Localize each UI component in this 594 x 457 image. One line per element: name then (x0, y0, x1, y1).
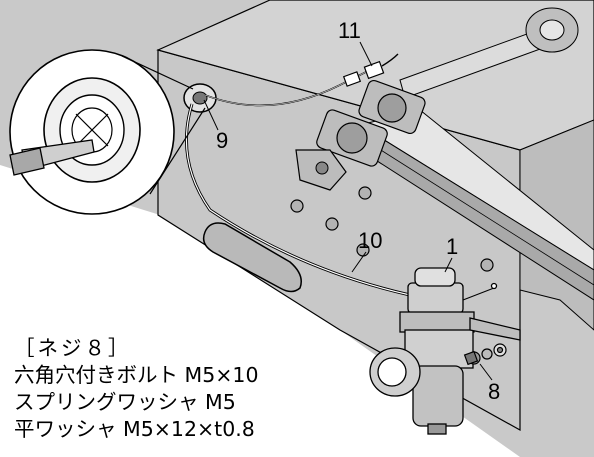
handle-slot (202, 222, 302, 293)
leader-9 (203, 99, 219, 131)
detail-slit-b (75, 113, 109, 147)
cable-upper-inner (204, 69, 371, 106)
grommet-hole (192, 91, 208, 105)
cable-connector-2 (363, 60, 385, 80)
cable-end (381, 53, 399, 67)
cable-connector (342, 71, 362, 87)
plate-hole (315, 161, 329, 175)
rail-groove (364, 139, 594, 286)
panel-studs (290, 186, 494, 272)
callout-9: 9 (216, 128, 229, 153)
spec-line-bolt: 六角穴付きボルト M5×10 (14, 363, 259, 387)
leader-8 (479, 363, 493, 381)
spec-line-spring-washer: スプリングワッシャ M5 (14, 390, 236, 414)
callout-8: 8 (488, 379, 501, 404)
leader-1 (444, 257, 453, 273)
callout-11: 11 (338, 18, 361, 43)
detail-leader-bottom (149, 107, 206, 195)
callout-1: 1 (446, 234, 459, 259)
air-tube-core (185, 103, 411, 296)
shaft-bearing-inner (539, 19, 565, 41)
screw-spec-block: ［ネジ８］ 六角穴付きボルト M5×10 スプリングワッシャ M5 平ワッシャ … (14, 335, 259, 443)
detail-leader-top (121, 55, 194, 90)
spec-line-flat-washer: 平ワッシャ M5×12×t0.8 (14, 417, 255, 441)
callout-10: 10 (358, 228, 383, 253)
air-regulator (369, 267, 521, 435)
detail-tool-handle (9, 147, 45, 176)
leader-11 (359, 41, 373, 67)
screw-set (463, 343, 507, 366)
pulley-wheel-upper (377, 93, 407, 123)
leader-10 (351, 251, 367, 273)
pulley-wheel-lower (336, 122, 368, 154)
spec-title: ［ネジ８］ (14, 336, 132, 360)
